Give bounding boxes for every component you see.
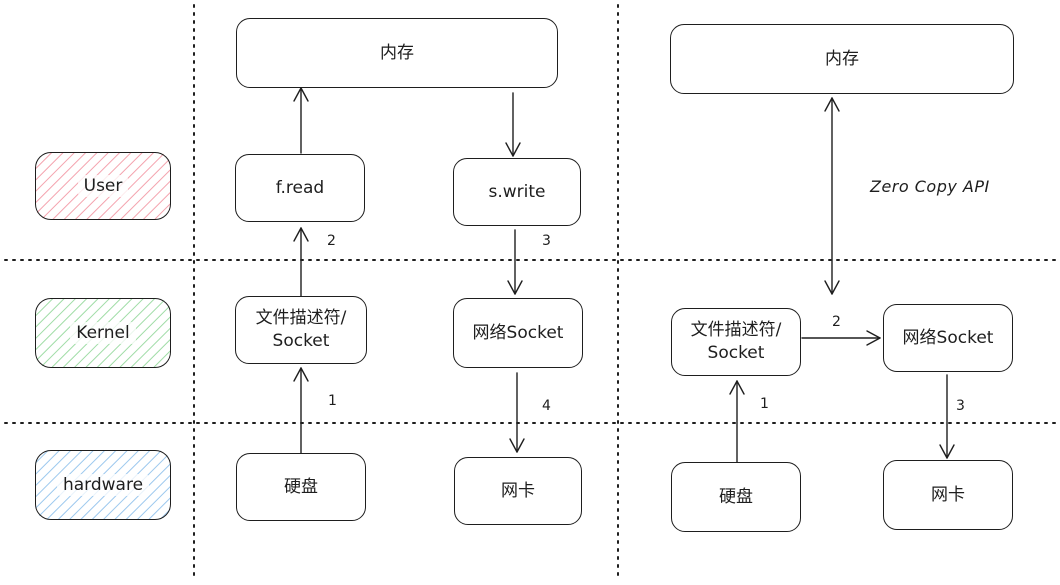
layer-hardware-label: hardware (56, 474, 150, 496)
left-net-socket-box: 网络Socket (453, 298, 583, 368)
arrow-step-1-left (293, 367, 309, 454)
right-step-label-3: 3 (956, 398, 965, 414)
right-file-descriptor-box: 文件描述符/ Socket (671, 308, 801, 376)
layer-user-label: User (77, 175, 129, 197)
arrow-step-1-right (729, 380, 745, 463)
arrow-read-to-memory (293, 87, 309, 154)
arrow-step-4-left (509, 372, 525, 453)
layer-kernel-label: Kernel (70, 322, 136, 344)
left-nic-box: 网卡 (454, 457, 582, 525)
left-step-label-4: 4 (542, 398, 551, 414)
right-step-label-2: 2 (832, 314, 841, 330)
left-step-label-2: 2 (327, 233, 336, 249)
arrow-step-2-left (293, 227, 309, 297)
right-nic-box: 网卡 (883, 460, 1013, 530)
left-step-label-1: 1 (328, 393, 337, 409)
right-memory-box: 内存 (670, 24, 1014, 94)
left-file-descriptor-box: 文件描述符/ Socket (235, 296, 367, 364)
left-swrite-box: s.write (453, 158, 581, 226)
arrows (293, 87, 955, 463)
arrow-step-3-right (939, 374, 955, 459)
arrow-memory-to-write (505, 92, 521, 157)
arrow-step-3-left (507, 229, 523, 295)
zero-copy-api-label: Zero Copy API (870, 177, 990, 196)
right-net-socket-box: 网络Socket (883, 304, 1013, 372)
left-memory-box: 内存 (236, 18, 558, 88)
right-step-label-1: 1 (760, 396, 769, 412)
left-disk-box: 硬盘 (236, 453, 366, 521)
layer-hardware: hardware (35, 450, 171, 520)
arrow-step-2-right (801, 330, 881, 346)
left-fread-box: f.read (235, 154, 365, 222)
layer-kernel: Kernel (35, 298, 171, 368)
layer-user: User (35, 152, 171, 220)
grid-lines (4, 4, 1056, 581)
right-disk-box: 硬盘 (671, 462, 801, 532)
arrow-zero-copy-bidirectional (824, 97, 840, 295)
left-step-label-3: 3 (542, 233, 551, 249)
